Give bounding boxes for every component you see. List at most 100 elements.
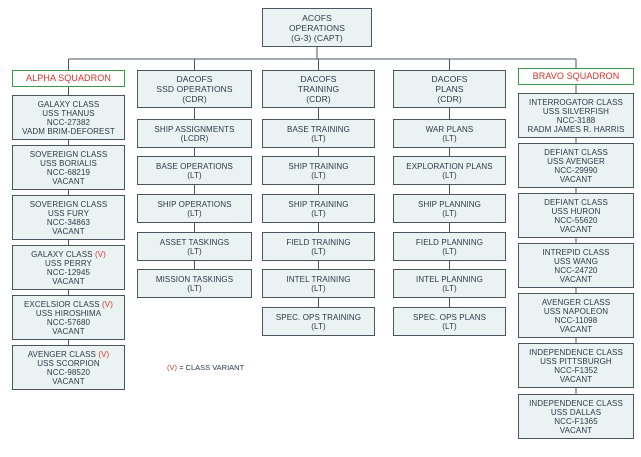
dacofs-2-item-4: FIELD TRAINING(LT) [262,232,375,261]
dacofs-1-head-line-1: DACOFS [176,74,213,84]
alpha-ship-6-line-3: NCC-98520 [46,367,91,377]
bravo-ship-1-line-4: RADM JAMES R. HARRIS [527,124,625,134]
dacofs-3-item-6: SPEC. OPS PLANS(LT) [393,307,506,336]
alpha-squadron-header: ALPHA SQUADRON [12,70,125,87]
bravo-ship-1-line-3: NCC-3188 [556,115,596,125]
alpha-ship-4-line-2: USS PERRY [45,258,92,268]
alpha-ship-5-line-4: VACANT [52,326,85,336]
alpha-ship-5-line-1: EXCELSIOR CLASS (V) [24,300,113,309]
alpha-ship-4-class-name: GALAXY CLASS [31,249,93,259]
alpha-ship-5-line-2: USS HIROSHIMA [35,308,102,318]
dacofs-2-item-5: INTEL TRAINING(LT) [262,269,375,298]
dacofs-1-item-1: SHIP ASSIGNMENTS(LCDR) [137,119,252,148]
bravo-ship-3-line-2: USS HURON [551,206,601,216]
dacofs-3-item-5: INTEL PLANNING(LT) [393,269,506,298]
dacofs-1-head-line-2: SSD OPERATIONS [156,84,233,94]
dacofs-2-head-line-3: (CDR) [306,94,331,104]
dacofs-2-item-3-line-2: (LT) [311,208,326,218]
dacofs-3-item-4-line-2: (LT) [442,246,457,256]
bravo-ship-4-line-4: VACANT [559,274,593,284]
acofs-operations-box: ACOFS OPERATIONS (G-3) (CAPT) [262,8,372,47]
dacofs-1-item-5-line-1: MISSION TASKINGS [155,274,234,284]
dacofs-1-item-2-line-2: (LT) [187,170,202,180]
dacofs-1-item-3-line-2: (LT) [187,208,202,218]
bravo-ship-2-line-4: VACANT [559,174,593,184]
dacofs-1-item-2: BASE OPERATIONS(LT) [137,156,252,185]
dacofs-2-item-1-line-2: (LT) [311,133,326,143]
bravo-ship-2-line-2: USS AVENGER [547,156,605,166]
bravo-ship-2-line-1: DEFIANT CLASS [544,147,608,157]
bravo-ship-6-line-4: VACANT [559,374,593,384]
alpha-ship-1-line-4: VADM BRIM-DEFOREST [22,126,115,136]
dacofs-2-head-line-1: DACOFS [300,74,337,84]
dacofs-2-item-4-line-2: (LT) [311,246,326,256]
dacofs-2-item-5-line-2: (LT) [311,283,326,293]
bravo-ship-4-line-2: USS WANG [553,256,599,266]
alpha-ship-2-line-2: USS BORIALIS [40,158,97,168]
dacofs-1-item-2-line-1: BASE OPERATIONS [156,161,233,171]
alpha-ship-2-line-4: VACANT [52,176,85,186]
alpha-ship-1-line-2: USS THANUS [42,108,95,118]
dacofs-3-head-line-2: PLANS [435,84,464,94]
legend: (V) = CLASS VARIANT [167,363,244,372]
dacofs-2-item-6: SPEC. OPS TRAINING(LT) [262,307,375,336]
legend-variant-mark: (V) [167,363,177,372]
bravo-squadron-header: BRAVO SQUADRON [518,68,634,85]
alpha-ship-1-line-1: GALAXY CLASS [37,99,100,109]
alpha-ship-5-class-name: EXCELSIOR CLASS [23,299,100,309]
top-line-1: ACOFS [302,12,332,23]
dacofs-2-item-4-line-1: FIELD TRAINING [286,237,351,247]
alpha-ship-4-line-4: VACANT [52,276,85,286]
alpha-ship-3-line-1: SOVEREIGN CLASS [29,199,108,209]
bravo-ship-2-line-3: NCC-29990 [554,165,598,175]
dacofs-2-item-1: BASE TRAINING(LT) [262,119,375,148]
dacofs-3-item-6-line-2: (LT) [442,321,457,331]
bravo-ship-1-line-2: USS SILVERFISH [542,106,610,116]
dacofs-3-item-1-line-2: (LT) [442,133,457,143]
alpha-ship-6-variant-mark: (V) [98,349,110,359]
alpha-ship-2-line-3: NCC-68219 [46,167,91,177]
legend-text: = CLASS VARIANT [179,363,245,372]
bravo-ship-6-line-3: NCC-F1352 [554,365,598,375]
dacofs-3-item-1: WAR PLANS(LT) [393,119,506,148]
bravo-ship-7-line-1: INDEPENDENCE CLASS [529,398,623,408]
bravo-ship-5-line-1: AVENGER CLASS [541,297,611,307]
dacofs-3-item-2: EXPLORATION PLANS(LT) [393,156,506,185]
dacofs-3-head-line-1: DACOFS [431,74,468,84]
dacofs-1-head-line-3: (CDR) [182,94,207,104]
dacofs-2-item-2-line-1: SHIP TRAINING [288,161,349,171]
dacofs-1-item-3-line-1: SHIP OPERATIONS [157,199,232,209]
alpha-ship-6-line-4: VACANT [52,376,85,386]
bravo-ship-3-line-4: VACANT [559,224,593,234]
alpha-ship-6-class-name: AVENGER CLASS [27,349,96,359]
bravo-ship-3-line-1: DEFIANT CLASS [544,197,608,207]
dacofs-2-head-line-2: TRAINING [297,84,340,94]
bravo-ship-4-line-1: INTREPID CLASS [542,247,610,257]
bravo-ship-7-line-3: NCC-F1365 [554,416,598,426]
dacofs-3-item-2-line-2: (LT) [442,170,457,180]
dacofs-3-item-6-line-1: SPEC. OPS PLANS [412,312,487,322]
dacofs-3-item-3-line-2: (LT) [442,208,457,218]
alpha-ship-3-line-4: VACANT [52,226,85,236]
dacofs-3-item-5-line-1: INTEL PLANNING [416,274,483,284]
alpha-ship-4-variant-mark: (V) [94,249,106,259]
alpha-ship-6-line-1: AVENGER CLASS (V) [28,350,110,359]
alpha-ship-4-line-1: GALAXY CLASS (V) [31,250,106,259]
alpha-ship-2-line-1: SOVEREIGN CLASS [29,149,108,159]
dacofs-3-item-1-line-1: WAR PLANS [425,124,474,134]
alpha-ship-5-line-3: NCC-57680 [46,317,91,327]
dacofs-3-head-line-3: (CDR) [437,94,462,104]
alpha-ship-6-line-2: USS SCORPION [37,358,100,368]
